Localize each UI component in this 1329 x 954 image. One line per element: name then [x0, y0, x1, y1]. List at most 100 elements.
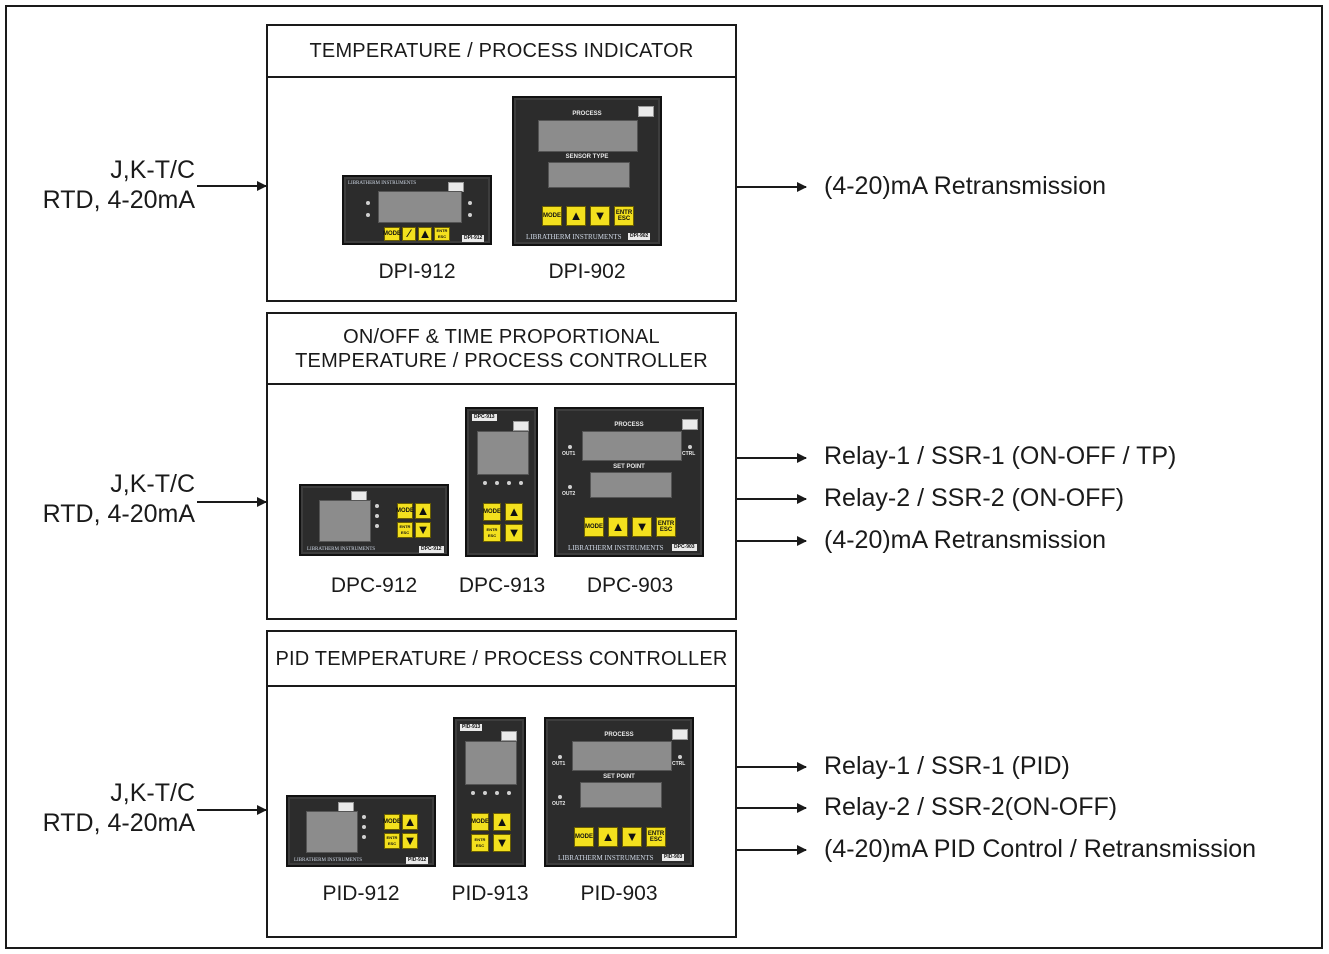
- entr-esc-key: ENTR ESC: [656, 517, 676, 537]
- brand-logo: LIBRATHERM INSTRUMENTS: [294, 858, 363, 863]
- process-label: PROCESS: [572, 111, 602, 117]
- output-label: (4-20)mA PID Control / Retransmission: [824, 835, 1257, 863]
- led-indicator: [468, 213, 472, 217]
- model-label: PID-903: [580, 882, 658, 905]
- led-ctrl: [688, 445, 692, 449]
- led-ctrl: [678, 755, 682, 759]
- model-label: DPC-903: [586, 574, 674, 597]
- output-label: Relay-2 / SSR-2 (ON-OFF): [824, 484, 1125, 512]
- brand-logo: LIBRATHERM INSTRUMENTS: [558, 854, 654, 862]
- up-key: ▲: [598, 827, 618, 847]
- down-key: ▼: [415, 522, 431, 538]
- set-point-label: SET POINT: [613, 464, 645, 470]
- led-indicator: [483, 791, 487, 795]
- device-tag: [682, 419, 698, 430]
- output-label: Relay-2 / SSR-2(ON-OFF): [824, 793, 1118, 821]
- led-indicator: [507, 791, 511, 795]
- process-display: [582, 431, 682, 461]
- mode-key: MODE: [383, 227, 401, 241]
- brand-logo: LIBRATHERM INSTRUMENTS: [307, 547, 376, 552]
- down-key: ▼: [590, 206, 610, 226]
- ctrl-label: CTRL: [672, 761, 686, 767]
- led-out1: [568, 445, 572, 449]
- model-tag: PID-913: [460, 724, 483, 731]
- group-title-text: TEMPERATURE / PROCESS INDICATOR: [309, 40, 694, 62]
- led-indicator: [362, 835, 366, 839]
- group-title-text: PID TEMPERATURE / PROCESS CONTROLLER: [275, 647, 728, 670]
- entr-esc-key: ENTR ESC: [434, 227, 450, 241]
- model-tag: DPI-902: [628, 233, 651, 240]
- mode-key: MODE: [574, 827, 594, 847]
- process-label: PROCESS: [614, 422, 644, 428]
- output-label: Relay-1 / SSR-1 (ON-OFF / TP): [824, 442, 1177, 470]
- group-title: TEMPERATURE / PROCESS INDICATOR: [268, 26, 735, 78]
- outer-frame: [5, 5, 1323, 949]
- led-indicator: [375, 524, 379, 528]
- process-display: [538, 120, 638, 152]
- model-label: DPI-902: [548, 260, 626, 283]
- brand-logo: LIBRATHERM INSTRUMENTS: [568, 544, 664, 552]
- output-label: Relay-1 / SSR-1 (PID): [824, 752, 1070, 780]
- model-tag: DPI-912: [462, 235, 485, 242]
- output-label: (4-20)mA Retransmission: [824, 172, 1107, 200]
- led-out2: [558, 795, 562, 799]
- model-tag: DPC-903: [672, 544, 697, 551]
- led-indicator: [375, 514, 379, 518]
- brand-logo: LIBRATHERM INSTRUMENTS: [348, 181, 417, 186]
- model-label: DPC-912: [330, 574, 418, 597]
- up-key: ▲: [493, 813, 511, 831]
- down-key: ▼: [632, 517, 652, 537]
- led-indicator: [362, 825, 366, 829]
- entr-esc-key: ENTR ESC: [614, 206, 634, 226]
- device-display: [465, 741, 517, 785]
- up-key: ▲: [415, 503, 431, 519]
- process-display: [572, 741, 672, 771]
- entr-esc-key: ENTR ESC: [384, 833, 400, 849]
- out2-label: OUT2: [552, 801, 566, 807]
- device-dpi-902: PROCESS SENSOR TYPE MODE ▲ ▼ ENTR ESC LI…: [512, 96, 662, 246]
- device-tag: [501, 731, 517, 741]
- up-key: ▲: [608, 517, 628, 537]
- set-point-label: SET POINT: [603, 774, 635, 780]
- device-dpc-913: DPC-913 MODE ▲ ENTR ESC ▼: [465, 407, 538, 557]
- mode-key: MODE: [471, 813, 489, 831]
- entr-esc-key: ENTR ESC: [471, 834, 489, 852]
- led-indicator: [366, 213, 370, 217]
- up-key: ▲: [402, 814, 418, 830]
- entr-esc-key: ENTR ESC: [483, 524, 501, 542]
- group-title: PID TEMPERATURE / PROCESS CONTROLLER: [268, 632, 735, 687]
- model-label: PID-912: [322, 882, 400, 905]
- led-indicator: [519, 481, 523, 485]
- led-indicator: [468, 201, 472, 205]
- device-pid-912: MODE ▲ ENTR ESC ▼ LIBRATHERM INSTRUMENTS…: [286, 795, 436, 867]
- device-tag: [638, 106, 654, 117]
- mode-key: MODE: [383, 814, 401, 830]
- brand-logo: LIBRATHERM INSTRUMENTS: [526, 233, 622, 241]
- input-label-pid: J,K-T/C RTD, 4-20mA: [42, 779, 195, 837]
- up-key: ▲: [418, 226, 432, 241]
- mode-key: MODE: [396, 503, 414, 519]
- device-pid-903: PROCESS SET POINT OUT1 OUT2 CTRL MODE ▲ …: [544, 717, 694, 867]
- device-display: [319, 500, 371, 542]
- out1-label: OUT1: [552, 761, 566, 767]
- mode-key: MODE: [483, 503, 501, 521]
- out1-label: OUT1: [562, 451, 576, 457]
- output-label: (4-20)mA Retransmission: [824, 526, 1107, 554]
- device-pid-913: PID-913 MODE ▲ ENTR ESC ▼: [453, 717, 526, 867]
- device-tag: [513, 421, 529, 431]
- device-dpc-903: PROCESS SET POINT OUT1 OUT2 CTRL MODE ▲ …: [554, 407, 704, 557]
- process-label: PROCESS: [604, 732, 634, 738]
- device-dpc-912: MODE ▲ ENTR ESC ▼ LIBRATHERM INSTRUMENTS…: [299, 484, 449, 556]
- model-tag: PID-912: [406, 857, 429, 864]
- setpoint-display: [590, 472, 672, 498]
- entr-esc-key: ENTR ESC: [397, 522, 413, 538]
- down-key: ▼: [622, 827, 642, 847]
- led-out2: [568, 485, 572, 489]
- model-label: DPC-913: [458, 574, 546, 597]
- device-display: [306, 811, 358, 853]
- led-indicator: [507, 481, 511, 485]
- model-tag: PID-903: [662, 854, 685, 861]
- led-indicator: [366, 201, 370, 205]
- entr-esc-key: ENTR ESC: [646, 827, 666, 847]
- device-dpi-912: MODE ⁄ ▲ ENTR ESC DPI-912 LIBRATHERM INS…: [342, 175, 492, 245]
